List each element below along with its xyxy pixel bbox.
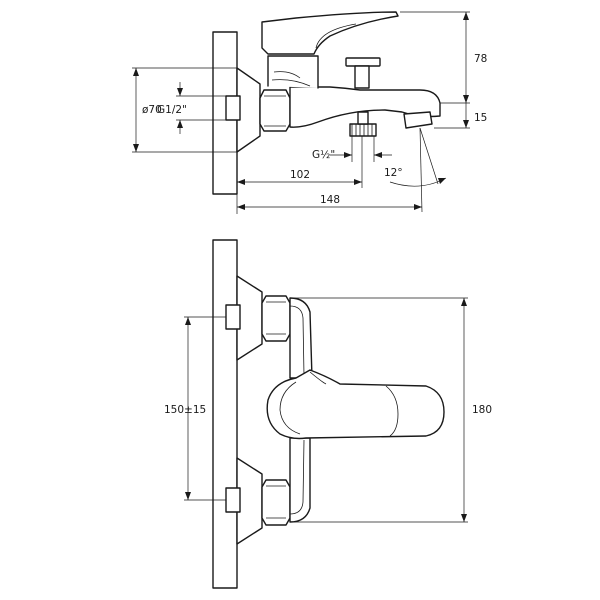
inlet-pipe-side <box>225 95 241 121</box>
mixer-body-front <box>289 297 313 379</box>
dim-outlet-thread: G½" <box>312 149 335 161</box>
aerator-side <box>403 111 433 129</box>
front-view: 150±15 180 <box>164 239 492 589</box>
wall-section-front <box>212 239 238 589</box>
escutcheon-top <box>236 275 263 361</box>
diverter-knob-side <box>345 57 381 67</box>
dim-top-height: 78 <box>474 53 487 65</box>
dim-inlet-thread: G1/2" <box>157 104 187 116</box>
dim-wall-to-outlet: 102 <box>290 169 310 181</box>
dim-center-distance: 150±15 <box>164 404 206 416</box>
nut-bottom <box>261 479 291 526</box>
nut-side <box>259 89 291 132</box>
escutcheon-bottom <box>236 457 263 545</box>
side-view: 78 15 ø70 G1/2" G½" 102 <box>132 11 487 214</box>
nut-top <box>261 295 291 342</box>
escutcheon-flange-side <box>236 67 261 153</box>
dim-total-width: 180 <box>472 404 492 416</box>
lever-handle-side <box>261 11 399 55</box>
dim-spout-offset: 15 <box>474 112 487 124</box>
dim-diameter: ø70 <box>142 104 162 116</box>
dim-total-depth: 148 <box>320 194 340 206</box>
lever-handle-front <box>266 369 445 440</box>
dim-spout-angle: 12° <box>384 167 403 179</box>
